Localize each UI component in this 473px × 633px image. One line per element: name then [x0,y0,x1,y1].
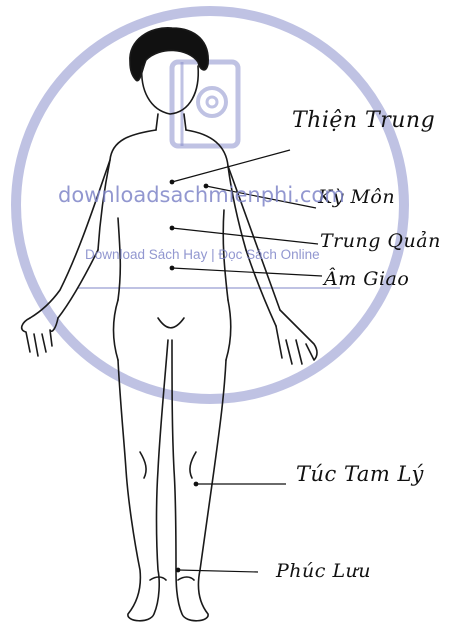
groin [158,318,184,328]
label-phuc-luu: Phúc Lưu [276,560,371,582]
label-thien-trung: Thiện Trung [292,108,435,133]
torso-right [186,130,246,300]
watermark-tagline: Download Sách Hay | Đọc Sách Online [85,247,345,262]
leader-phuc-luu [178,570,258,572]
leader-thien-trung [172,150,290,182]
leader-lines [172,150,322,572]
watermark-url: downloadsachmienphi.com [58,183,378,207]
label-am-giao: Âm Giao [324,268,409,290]
label-tuc-tam-ly: Túc Tam Lý [296,462,424,486]
right-hand [276,310,317,364]
leader-trung-quan [172,228,318,244]
human-figure [22,28,317,621]
torso-left [98,130,156,300]
leader-am-giao [172,268,322,276]
